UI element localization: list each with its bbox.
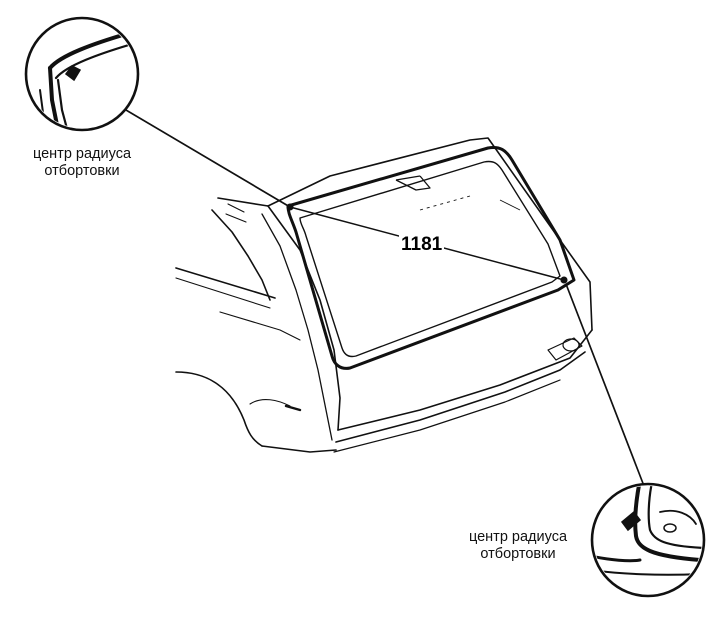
car-body-outline: [175, 137, 593, 453]
detail-circle-bottom: [590, 482, 706, 598]
callout-label-bottom-line2: отбортовки: [480, 546, 556, 562]
detail-circle-top: [24, 16, 140, 132]
rear-window: [286, 146, 576, 370]
callout-label-top-line1: центр радиуса: [32, 146, 132, 162]
leader-lines: [125, 109, 645, 487]
callout-label-bottom-line1: центр радиуса: [468, 529, 568, 545]
callout-label-top: центр радиуса отбортовки: [6, 146, 158, 180]
dimension-value: 1181: [399, 234, 445, 256]
callout-label-top-line2: отбортовки: [44, 163, 120, 179]
callout-label-bottom: центр радиуса отбортовки: [450, 529, 586, 563]
